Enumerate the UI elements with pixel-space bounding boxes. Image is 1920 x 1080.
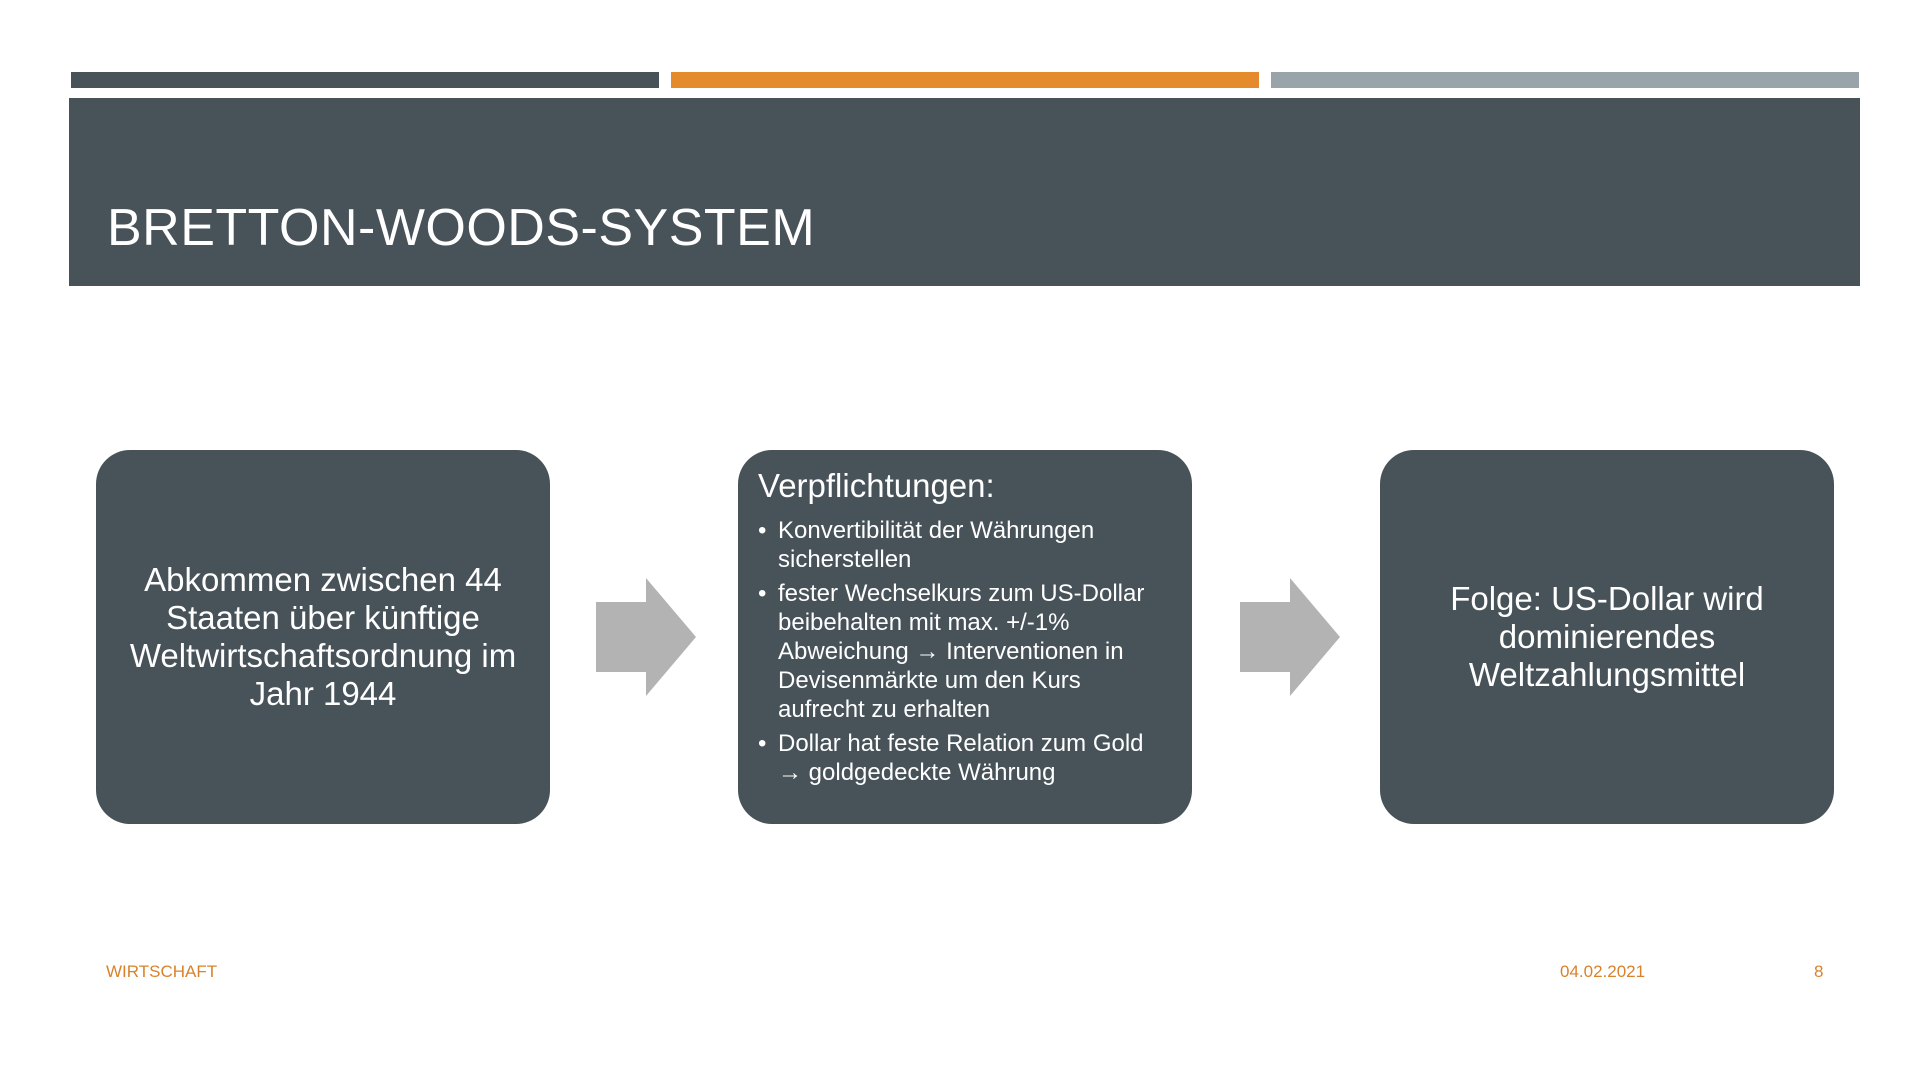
footer-subject: WIRTSCHAFT (106, 962, 218, 981)
obligations-list: • Konvertibilität der Währungen sicherste… (758, 516, 1172, 787)
list-item: • Dollar hat feste Relation zum Gold → go… (758, 729, 1172, 787)
process-box-consequence-text: Folge: US-Dollar wird dominierendes Welt… (1450, 580, 1764, 693)
header-bar-gray (1271, 72, 1859, 88)
process-box-agreement-text: Abkommen zwischen 44 Staaten über künfti… (129, 561, 517, 712)
list-item-text: Dollar hat feste Relation zum Gold → gol… (778, 730, 1144, 786)
bullet-icon: • (758, 517, 767, 544)
list-item: • Konvertibilität der Währungen sicherste… (758, 516, 1172, 574)
process-box-agreement: Abkommen zwischen 44 Staaten über künfti… (96, 450, 550, 824)
right-arrow-icon (596, 578, 696, 696)
bullet-icon: • (758, 730, 767, 757)
bullet-icon: • (758, 580, 767, 607)
header-bar-orange (671, 72, 1259, 88)
list-item-text: Konvertibilität der Währungen sicherstel… (778, 517, 1095, 573)
obligations-heading: Verpflichtungen: (758, 467, 995, 504)
process-box-consequence: Folge: US-Dollar wird dominierendes Welt… (1380, 450, 1834, 824)
list-item: • fester Wechselkurs zum US-Dollar beibeh… (758, 579, 1172, 724)
list-item-text: fester Wechselkurs zum US-Dollar beibeha… (778, 580, 1145, 723)
slide-title: BRETTON-WOODS-SYSTEM (107, 199, 816, 257)
title-band: BRETTON-WOODS-SYSTEM (69, 98, 1860, 286)
footer-date: 04.02.2021 (1560, 962, 1646, 981)
right-arrow-icon (1240, 578, 1340, 696)
process-box-obligations: Verpflichtungen: • Konvertibilität der Wä… (738, 450, 1192, 824)
header-bar-dark (71, 72, 659, 88)
footer-page-number: 8 (1814, 962, 1824, 981)
